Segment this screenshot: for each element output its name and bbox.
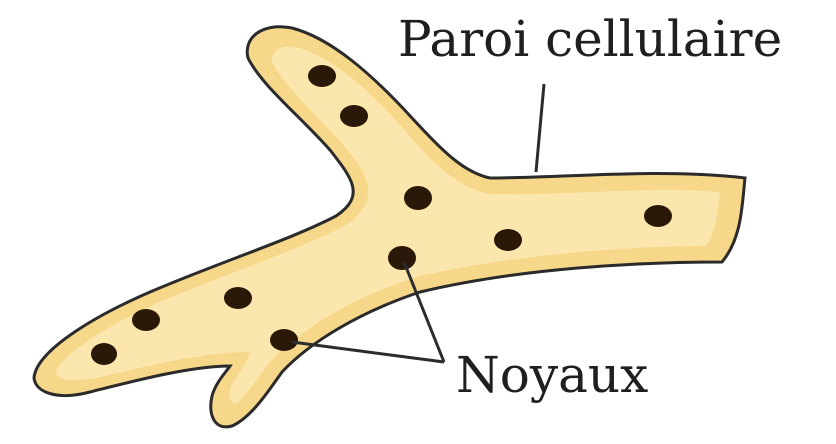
nucleus xyxy=(388,246,416,270)
cell-wall-label: Paroi cellulaire xyxy=(398,10,782,68)
nucleus xyxy=(404,186,432,210)
nucleus xyxy=(308,65,336,87)
cell-wall-leader-line xyxy=(536,84,544,172)
nucleus xyxy=(270,329,298,351)
nucleus xyxy=(340,105,368,127)
nucleus xyxy=(494,229,522,251)
nucleus xyxy=(91,343,117,365)
nuclei-leader-line xyxy=(292,342,444,362)
nucleus xyxy=(224,287,252,309)
nuclei-label: Noyaux xyxy=(456,346,648,404)
nucleus xyxy=(644,205,672,227)
nucleus xyxy=(132,309,160,331)
